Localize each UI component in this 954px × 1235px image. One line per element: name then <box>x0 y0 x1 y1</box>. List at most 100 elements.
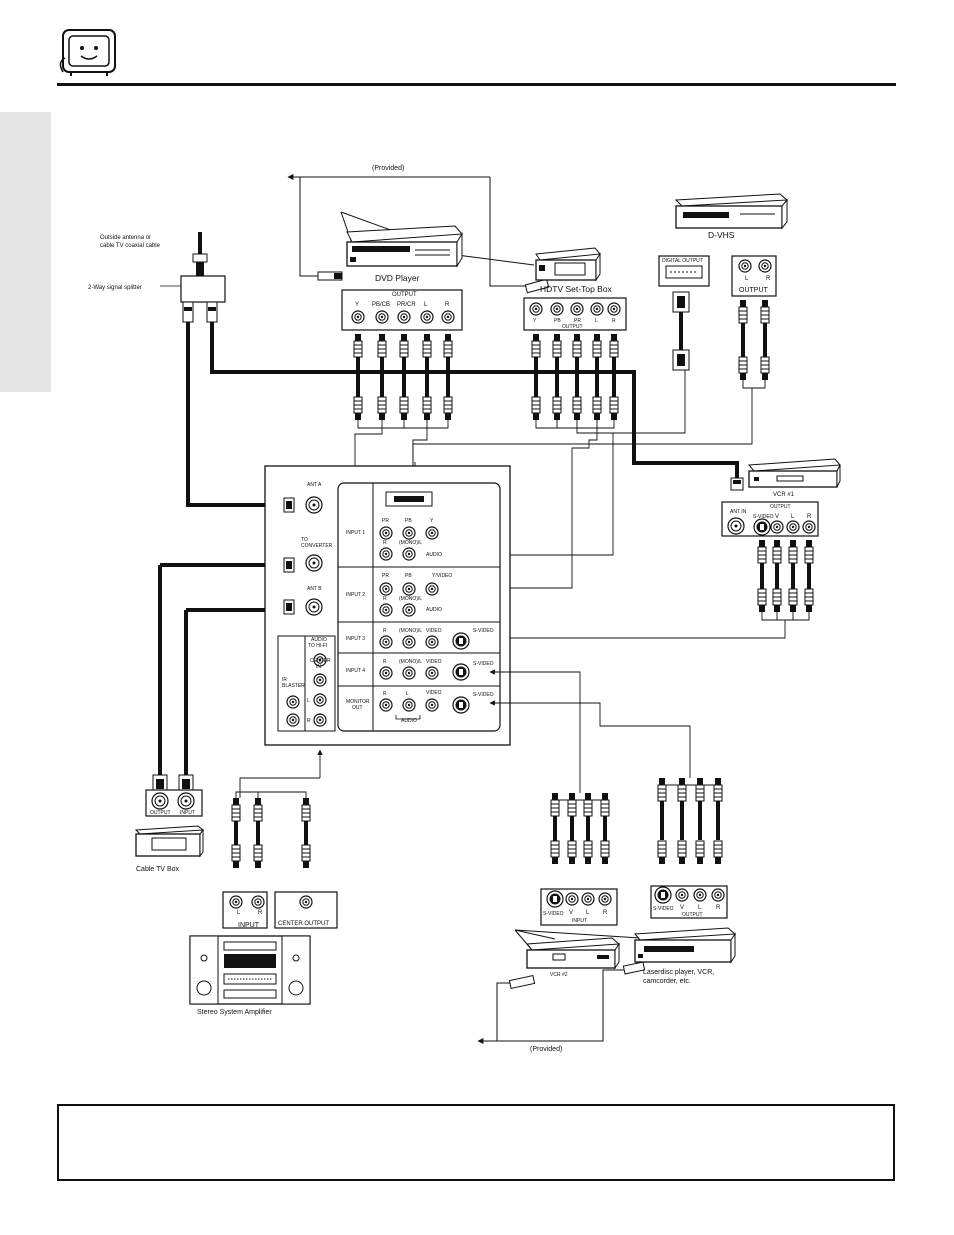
vcr1-svideo-label: S-VIDEO <box>753 514 774 520</box>
mon-r-label: R <box>383 691 387 697</box>
input3-label: INPUT 3 <box>346 636 365 642</box>
side-tab <box>0 112 51 392</box>
mon-audio-label: AUDIO <box>401 718 417 724</box>
tv-mascot-icon <box>59 29 116 76</box>
splitter-label: 2-Way signal splitter <box>88 285 142 291</box>
in1-y-label: Y <box>430 518 434 524</box>
vcr1-output-label: OUTPUT <box>770 504 791 510</box>
center-in-label-1: CENTER <box>310 658 331 664</box>
note-box <box>57 1104 895 1181</box>
in2-audio-label: AUDIO <box>426 607 442 613</box>
dvd-player-label: DVD Player <box>375 273 420 283</box>
vcr2 <box>525 937 621 970</box>
in3-mono-label: (MONO)/L <box>399 628 422 634</box>
amp-r-label: R <box>258 910 263 916</box>
vcr1-coax-plug <box>730 477 744 491</box>
in1-pb-label: PB <box>405 518 412 524</box>
vcr1-ant-in-label: ANT IN <box>730 509 747 515</box>
hdtv-jack-pb: PB <box>554 318 561 324</box>
dvhs-r-label: R <box>766 276 771 282</box>
vcr1 <box>747 458 842 488</box>
ant-a-label: ANT A <box>307 482 322 488</box>
amp-input-label: INPUT <box>238 922 260 929</box>
antenna-cable <box>192 232 208 276</box>
dvd-output-panel <box>341 289 463 331</box>
vcr2-label: VCR #2 <box>550 972 568 978</box>
cable-tv-box <box>134 825 205 858</box>
coax-cables <box>158 322 739 775</box>
in4-video-label: VIDEO <box>426 659 442 665</box>
hifi-r-label: R <box>307 718 311 724</box>
mon-video-label: VIDEO <box>426 690 442 696</box>
input2-label: INPUT 2 <box>346 592 365 598</box>
center-output-label: CENTER OUTPUT <box>278 921 329 927</box>
monitor-out-label-1: MONITOR <box>346 699 370 705</box>
in4-r-label: R <box>383 659 387 665</box>
ir-emitter-plug-bottom <box>508 961 646 990</box>
to-converter-label-1: TO <box>301 537 308 543</box>
hdtv-box-label: HDTV Set-Top Box <box>540 284 613 294</box>
vcr1-v-label: V <box>775 514 779 520</box>
dvd-output-label: OUTPUT <box>392 292 417 298</box>
laserdisc-output-panel <box>650 885 728 919</box>
dvd-jack-l: L <box>424 302 428 308</box>
cable-box-cables <box>152 774 194 794</box>
dvhs-analog-output <box>731 255 777 297</box>
laser-r-label: R <box>716 905 721 911</box>
vcr2-cables <box>550 792 610 865</box>
laserdisc-player <box>633 927 737 964</box>
mon-svideo-label: S-VIDEO <box>473 692 494 698</box>
dvd-component-cables <box>353 333 453 421</box>
vcr1-label: VCR #1 <box>773 492 795 498</box>
input1-label: INPUT 1 <box>346 530 365 536</box>
hdtv-output-panel <box>523 297 627 331</box>
input4-label: INPUT 4 <box>346 668 365 674</box>
vcr2-v-label: V <box>569 910 573 916</box>
in1-pr-label: PR <box>382 518 389 524</box>
vcr2-svideo-label: S-VIDEO <box>543 911 564 917</box>
hdtv-jack-y: Y <box>533 318 537 324</box>
vcr1-output-panel <box>721 501 819 537</box>
dvhs-output-label: OUTPUT <box>739 287 769 294</box>
dvhs-digital-output <box>658 255 710 287</box>
signal-splitter <box>180 275 226 323</box>
in3-r-label: R <box>383 628 387 634</box>
hifi-l-label: L <box>307 698 310 704</box>
vcr2-input-label: INPUT <box>572 918 587 924</box>
ant-b-label: ANT B <box>307 586 322 592</box>
stereo-amp-label: Stereo System Amplifier <box>197 1009 272 1016</box>
firewire-cable <box>672 291 690 371</box>
hdtv-jack-pr: PR <box>574 318 581 324</box>
vcr2-input-panel <box>540 888 618 926</box>
stereo-amplifier <box>189 935 311 1005</box>
hdtv-jack-l: L <box>595 318 598 324</box>
in3-video-label: VIDEO <box>426 628 442 634</box>
to-converter-label-2: CONVERTER <box>301 543 333 549</box>
laserdisc-label-2: camcorder, etc. <box>643 978 691 985</box>
dvhs-l-label: L <box>745 276 749 282</box>
hdtv-component-cables <box>531 333 619 421</box>
provided-bottom-label: (Provided) <box>530 1046 562 1053</box>
outside-antenna-label-1: Outside antenna or <box>100 235 151 241</box>
dvd-jack-pr: PR/CR <box>397 302 416 308</box>
hdtv-jack-r: R <box>612 318 616 324</box>
in2-pb-label: PB <box>405 573 412 579</box>
in2-r-label: R <box>383 596 387 602</box>
in2-mono-label: (MONO)/L <box>399 596 422 602</box>
provided-top-label: (Provided) <box>372 165 404 172</box>
laserdisc-cables <box>657 777 723 865</box>
dvd-jack-r: R <box>445 302 450 308</box>
laser-svideo-label: S-VIDEO <box>653 906 674 912</box>
laser-v-label: V <box>680 905 684 911</box>
amp-l-label: L <box>237 910 241 916</box>
hdtv-output-label: OUTPUT <box>562 324 583 330</box>
outside-antenna-label-2: cable TV coaxial cable <box>100 243 161 249</box>
amp-center-output-panel <box>274 891 338 929</box>
hdtv-set-top-box <box>535 247 601 282</box>
cable-box-label: Cable TV Box <box>136 866 180 873</box>
in4-mono-label: (MONO)/L <box>399 659 422 665</box>
in2-yvideo-label: Y/VIDEO <box>432 573 452 579</box>
amplifier-cables <box>231 791 311 869</box>
dvd-player <box>346 225 464 268</box>
